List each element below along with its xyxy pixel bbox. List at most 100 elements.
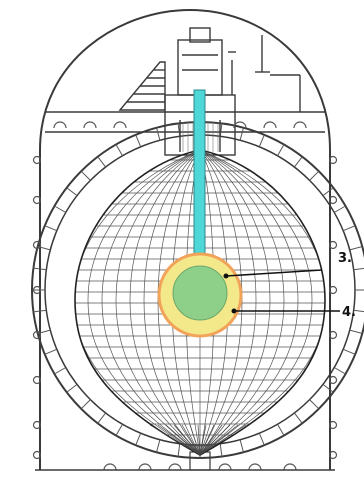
wall-bolt (32, 195, 42, 205)
tank-rib (44, 225, 57, 232)
tank-rib (97, 156, 107, 168)
tank-rib (343, 348, 356, 355)
floor-fitting (218, 463, 232, 471)
tank-rib (353, 309, 364, 313)
cone-ray (199, 424, 231, 456)
floor-fitting (103, 463, 117, 471)
tank-rib (239, 127, 244, 141)
tank-rib (258, 433, 265, 446)
wall-bolt (328, 375, 338, 385)
tank-rib (115, 423, 123, 436)
tank-rib (258, 134, 265, 147)
tank-rib (333, 367, 346, 375)
wall-bolt (32, 375, 42, 385)
wall-bolt (32, 420, 42, 430)
leader-line-3 (225, 269, 323, 277)
balloon-bottom-cone (149, 424, 247, 456)
tank-rib (333, 205, 346, 213)
tank-rib (97, 412, 107, 424)
tank-rib (177, 443, 181, 457)
outer-vessel (39, 8, 331, 470)
deck-bolt (293, 121, 307, 129)
mesh-meridian (199, 150, 285, 455)
tank-rib (80, 170, 91, 181)
mesh-meridian (199, 150, 257, 455)
mesh-meridian (199, 150, 325, 455)
deck-bolt (113, 121, 127, 129)
wall-bolt (328, 420, 338, 430)
tank-rib (54, 367, 67, 375)
floor-fitting (283, 463, 297, 471)
cone-ray (165, 424, 201, 456)
deck-bolt (83, 121, 97, 129)
mesh-meridian (87, 150, 201, 455)
tank-ribs (32, 122, 364, 458)
deck-bolt (53, 121, 67, 129)
cone-ray (199, 424, 215, 456)
tank-rib (33, 309, 47, 313)
leader-dot-4 (231, 308, 237, 314)
floor-fitting (248, 463, 262, 471)
wall-bolt (328, 285, 338, 295)
wall-bolt (32, 450, 42, 460)
mesh-meridian (199, 150, 299, 455)
cone-ray (157, 424, 201, 456)
tank-rib (309, 399, 320, 410)
wall-bolt (328, 240, 338, 250)
wall-bolt (328, 330, 338, 340)
inner-sphere (172, 265, 228, 321)
wall-bolt (328, 155, 338, 165)
tank-rib (322, 187, 334, 197)
deck-bolt (263, 121, 277, 129)
tank-rib (156, 127, 161, 141)
tank-rib (219, 443, 223, 457)
tank-rib (353, 267, 364, 271)
tank-rib (44, 348, 57, 355)
cone-ray (199, 424, 239, 456)
cone-ray (199, 424, 207, 456)
tank-rib (349, 246, 363, 251)
tank-rib (80, 399, 91, 410)
tank-rib (66, 383, 78, 393)
tank-rib (156, 439, 161, 453)
label-4: 4. (342, 305, 356, 320)
tank-rib (309, 170, 320, 181)
tank-rib (115, 144, 123, 157)
tank-rib (135, 134, 142, 147)
floor-fitting (138, 463, 152, 471)
tank-rib (54, 205, 67, 213)
mesh-meridian (199, 150, 313, 455)
wall-bolts (32, 121, 338, 460)
wall-bolt (32, 330, 42, 340)
mesh-meridian (129, 150, 201, 455)
cone-ray (173, 424, 201, 456)
leader-dot-3 (223, 273, 229, 279)
tank-rib (349, 329, 363, 334)
calibration-tube (193, 89, 206, 276)
wall-bolt (328, 195, 338, 205)
wall-bolt (32, 285, 42, 295)
label-3: 3. (338, 251, 352, 266)
tank-rib (343, 225, 356, 232)
tank-rib (277, 144, 285, 157)
wall-bolt (328, 450, 338, 460)
tank-rib (293, 412, 303, 424)
cone-ray (199, 424, 247, 456)
mesh-meridian (101, 150, 201, 455)
tank-rib (66, 187, 78, 197)
tank-rib (322, 383, 334, 393)
cone-ray (189, 424, 201, 456)
tank-rib (33, 267, 47, 271)
mesh-meridian (75, 150, 201, 455)
cone-ray (199, 424, 223, 456)
mesh-meridian (115, 150, 201, 455)
balloon-neck (179, 120, 221, 152)
mesh-meridian (199, 150, 271, 455)
cone-ray (181, 424, 201, 456)
cone-ray (197, 424, 201, 456)
wall-bolt (32, 155, 42, 165)
deck-bolt (233, 121, 247, 129)
floor-fitting (168, 463, 182, 471)
